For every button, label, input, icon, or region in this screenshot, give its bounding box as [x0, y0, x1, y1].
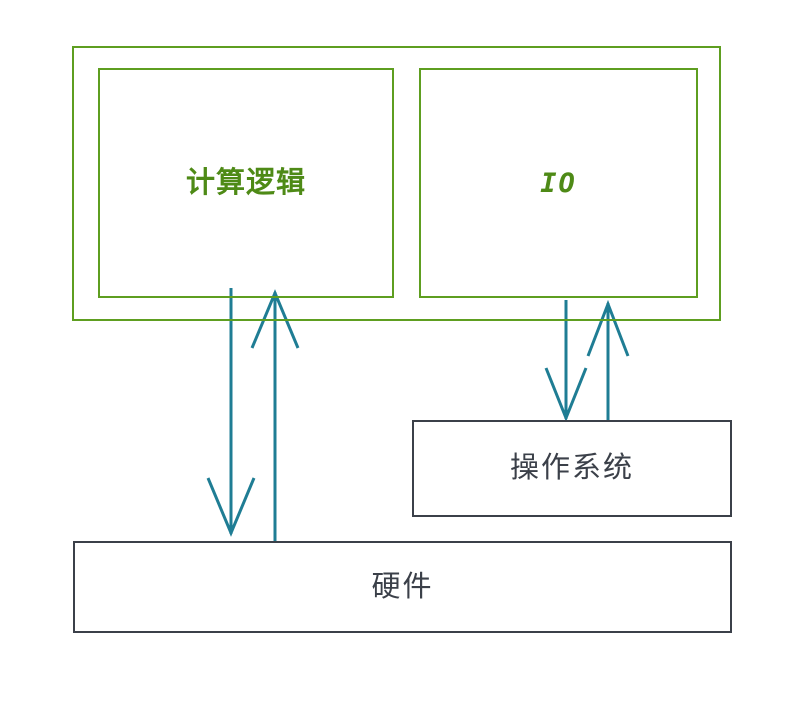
arrow-compute-to-hardware [206, 288, 256, 537]
io-box[interactable]: IO [419, 68, 698, 298]
io-label: IO [540, 167, 577, 199]
hardware-label: 硬件 [371, 570, 434, 603]
arrow-os-to-io [586, 299, 630, 425]
application-container [72, 46, 721, 321]
compute-logic-box[interactable]: 计算逻辑 [98, 68, 394, 298]
hardware-box[interactable]: 硬件 [73, 541, 732, 633]
arrow-hardware-to-compute [250, 289, 300, 542]
compute-logic-label: 计算逻辑 [185, 166, 306, 199]
operating-system-box[interactable]: 操作系统 [412, 420, 732, 517]
operating-system-label: 操作系统 [509, 452, 634, 484]
